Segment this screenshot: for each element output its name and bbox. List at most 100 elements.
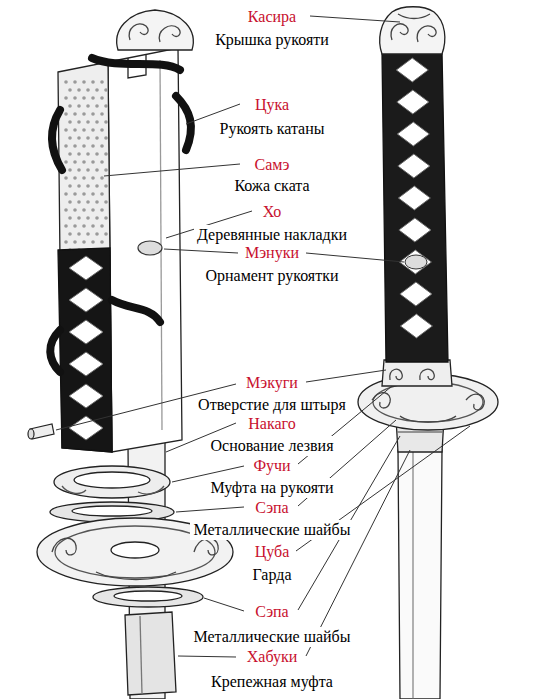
ray-skin-texture — [77, 120, 81, 124]
ito-wrap-diamonds — [399, 218, 431, 242]
ray-skin-texture — [104, 136, 108, 140]
fuchi-assembled — [390, 369, 403, 380]
ray-skin-texture — [73, 224, 77, 228]
ray-skin-texture — [104, 152, 108, 156]
ray-skin-texture — [91, 160, 95, 164]
ray-skin-texture — [104, 104, 108, 108]
ray-skin-texture — [82, 80, 86, 84]
ray-skin-texture — [68, 88, 72, 92]
fuchi-left — [54, 466, 170, 498]
tsuba-left — [96, 572, 176, 580]
ray-skin-texture — [82, 96, 86, 100]
ray-skin-texture — [95, 104, 99, 108]
ray-skin-texture — [82, 128, 86, 132]
ray-skin-texture — [86, 120, 90, 124]
loose-wrap-ribbons — [52, 110, 62, 170]
ray-skin-texture — [82, 224, 86, 228]
seppa-lower — [114, 591, 182, 601]
ito-wrap-diamonds — [397, 122, 429, 146]
ray-skin-texture — [73, 240, 77, 244]
ito-wrap-diamonds — [398, 154, 430, 178]
ray-skin-texture — [100, 224, 104, 228]
tsuba-left — [194, 538, 218, 555]
menuki-left — [138, 241, 162, 255]
ray-skin-texture — [82, 160, 86, 164]
ray-skin-texture — [104, 120, 108, 124]
part-description: Кожа ската — [231, 176, 312, 196]
ray-skin-texture — [68, 152, 72, 156]
leader-lines — [164, 249, 238, 253]
ray-skin-texture — [73, 160, 77, 164]
tsuka-assembled — [382, 52, 448, 362]
part-name: Цука — [252, 95, 292, 115]
ito-wrap-left — [58, 248, 112, 452]
ray-skin-texture — [100, 80, 104, 84]
ray-skin-texture — [77, 232, 81, 236]
ray-skin-texture — [73, 96, 77, 100]
kashira-assembled — [398, 14, 430, 19]
ray-skin-texture — [95, 120, 99, 124]
ray-skin-texture — [64, 224, 68, 228]
ray-skin-texture — [64, 128, 68, 132]
ray-skin-texture — [100, 144, 104, 148]
part-name: Мэкуги — [243, 373, 301, 393]
leader-lines — [310, 16, 400, 22]
kashira-left — [129, 24, 148, 40]
ray-skin-texture — [86, 168, 90, 172]
ray-skin-texture — [95, 184, 99, 188]
ray-skin-texture — [64, 96, 68, 100]
ray-skin-texture — [86, 200, 90, 204]
ray-skin-texture — [91, 224, 95, 228]
tsuba-assembled — [466, 394, 484, 410]
ray-skin-texture — [86, 88, 90, 92]
fuchi-left — [138, 486, 164, 494]
ray-skin-texture — [77, 200, 81, 204]
part-description: Крепежная муфта — [208, 672, 336, 692]
ray-skin-texture — [68, 168, 72, 172]
leader-lines — [104, 164, 240, 176]
ray-skin-texture — [77, 184, 81, 188]
part-name: Сэпа — [252, 602, 291, 622]
ray-skin-texture — [95, 152, 99, 156]
fuchi-left — [62, 486, 86, 493]
fuchi-assembled — [420, 369, 435, 380]
ray-skin-texture — [91, 128, 95, 132]
ray-skin-texture — [91, 192, 95, 196]
ray-skin-texture — [86, 184, 90, 188]
mekugi-pin — [28, 424, 54, 439]
ray-skin-texture — [64, 80, 108, 252]
blade — [398, 450, 442, 699]
loose-wrap-ribbons — [112, 300, 160, 322]
menuki-left — [138, 241, 162, 255]
part-description: Орнамент рукоятки — [202, 266, 341, 286]
ray-skin-texture — [73, 80, 77, 84]
ray-skin-texture — [68, 200, 72, 204]
loose-wrap-ribbons — [50, 330, 60, 372]
part-name: Сэпа — [252, 498, 291, 518]
ito-wrap-diamonds — [398, 186, 430, 210]
habaki-left — [125, 612, 176, 695]
ray-skin-texture — [77, 168, 81, 172]
ray-skin-texture — [91, 144, 95, 148]
part-name: Хо — [260, 202, 285, 222]
ray-skin-texture — [86, 152, 90, 156]
ray-skin-texture — [68, 120, 72, 124]
ray-skin-texture — [64, 176, 68, 180]
ray-skin-texture — [68, 216, 72, 220]
part-name: Фучи — [250, 456, 293, 476]
kashira-assembled — [380, 7, 445, 54]
ito-wrap-diamonds — [69, 352, 103, 376]
ray-skin-texture — [68, 136, 72, 140]
ray-skin-texture — [95, 216, 99, 220]
ray-skin-texture — [95, 232, 99, 236]
ito-wrap-diamonds — [400, 282, 432, 306]
ray-skin-texture — [77, 216, 81, 220]
core-ho-piece — [108, 48, 182, 452]
ray-skin-texture — [82, 240, 86, 244]
ito-wrap-diamonds — [69, 384, 103, 408]
ito-wrap-diamonds — [397, 90, 429, 114]
part-description: Металлические шайбы — [190, 627, 353, 647]
part-description: Металлические шайбы — [190, 520, 353, 540]
part-name: Хабуки — [244, 647, 301, 667]
